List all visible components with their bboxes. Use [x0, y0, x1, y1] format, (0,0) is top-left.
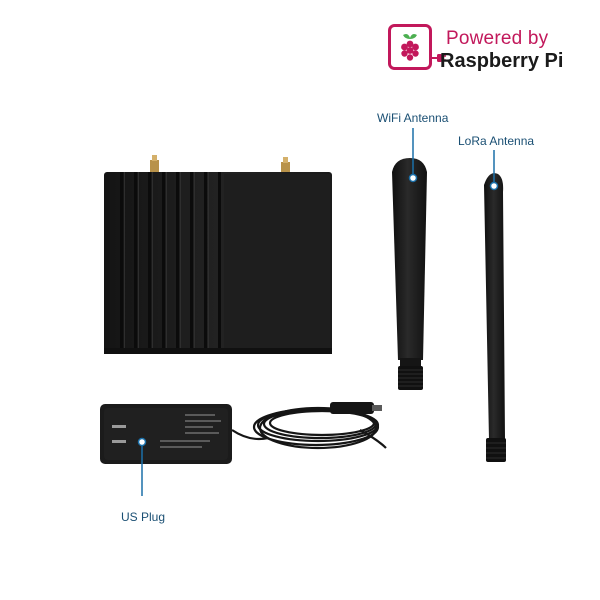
- plug-icon: [432, 54, 446, 62]
- powered-by-badge: Powered by Raspberry Pi: [388, 24, 584, 72]
- plug-callout-dot: [137, 437, 147, 447]
- badge-line-1: Powered by: [446, 28, 549, 49]
- badge-line-2: Raspberry Pi: [440, 50, 564, 72]
- lora-antenna-label: LoRa Antenna: [458, 134, 535, 148]
- lora-antenna: [484, 173, 506, 462]
- us-plug-label: US Plug: [121, 510, 166, 524]
- plug-prong-bottom: [112, 440, 126, 443]
- callout-lines: [141, 128, 495, 496]
- wifi-antenna: [392, 158, 427, 390]
- power-adapter: [100, 402, 387, 464]
- lora-callout-dot: [489, 181, 499, 191]
- raspberry-pi-logo-icon: [388, 24, 432, 70]
- plug-prong-top: [112, 425, 126, 428]
- gateway-enclosure: [104, 155, 332, 354]
- wifi-callout-dot: [408, 173, 418, 183]
- sma-connector-left: [150, 160, 159, 174]
- wifi-antenna-label: WiFi Antenna: [377, 111, 449, 125]
- sma-connector-right: [281, 162, 290, 174]
